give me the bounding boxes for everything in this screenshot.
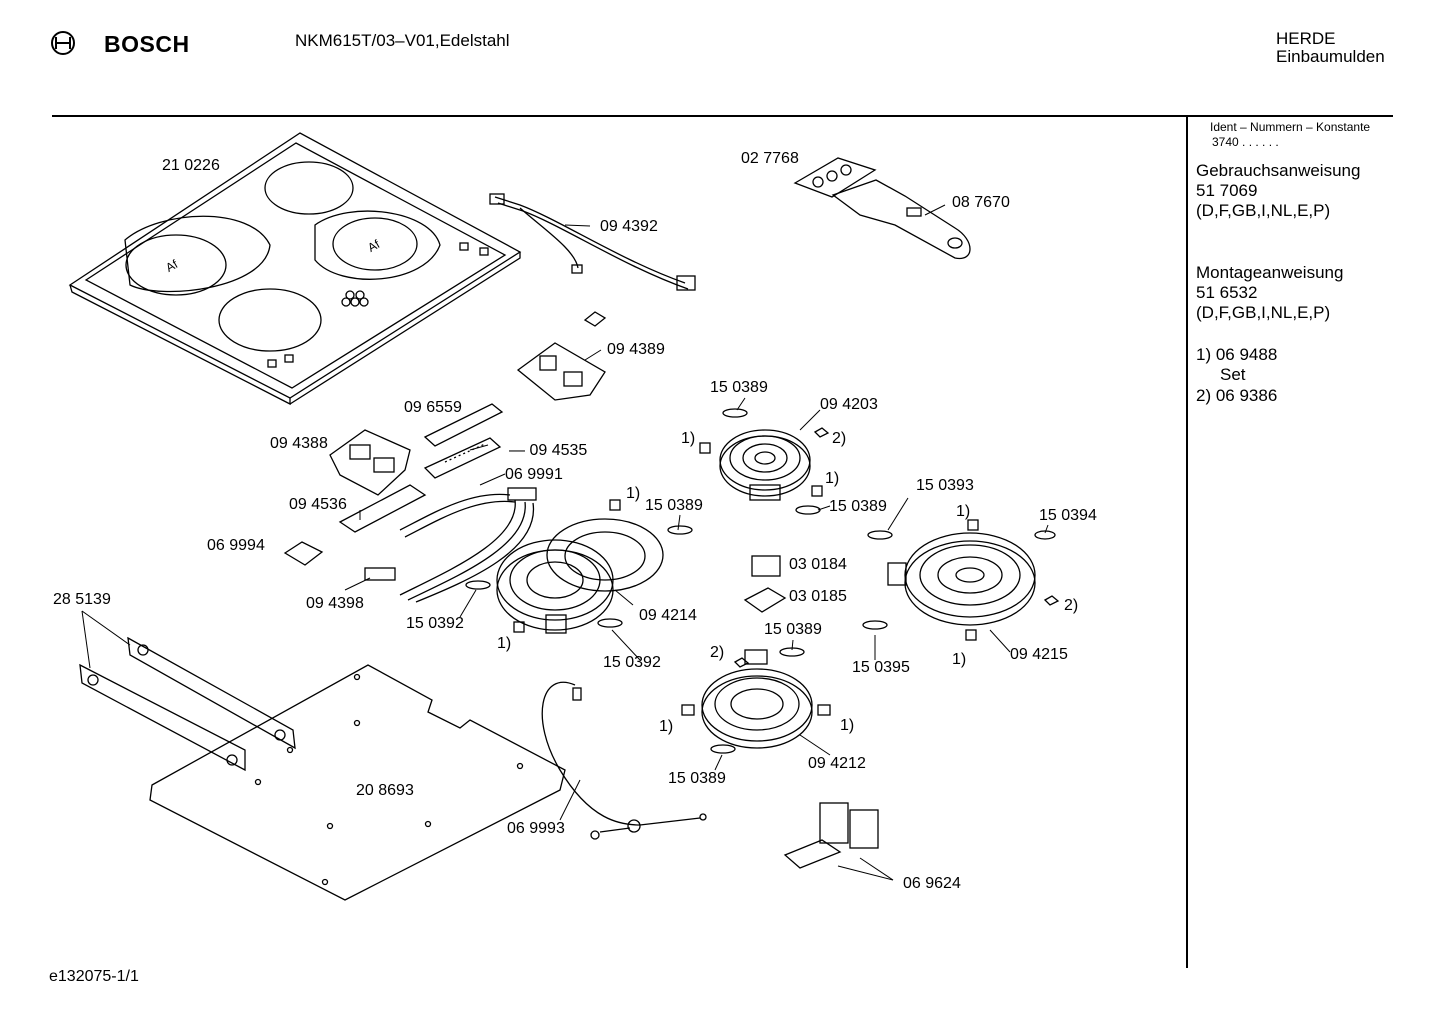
footnote-mark: 1) bbox=[840, 717, 855, 734]
note-1-sub: Set bbox=[1220, 365, 1246, 384]
category-line-2: Einbaumulden bbox=[1276, 47, 1385, 66]
heater-094212[interactable] bbox=[701, 649, 813, 749]
ident-value: 3740 . . . . . . bbox=[1212, 135, 1279, 149]
manual2-number: 51 6532 bbox=[1196, 283, 1258, 302]
heater-094203[interactable] bbox=[719, 429, 811, 501]
label-150389-c: 15 0389 bbox=[829, 498, 887, 515]
label-087670: 08 7670 bbox=[952, 194, 1010, 211]
terminal-block-069624[interactable] bbox=[783, 802, 879, 869]
manual1-title: Gebrauchsanweisung bbox=[1196, 161, 1361, 180]
plate-030185[interactable] bbox=[743, 587, 787, 613]
label-150389-b: 15 0389 bbox=[645, 497, 703, 514]
footnote-mark: 1) bbox=[681, 430, 696, 447]
heater-094214[interactable] bbox=[496, 518, 664, 634]
scraper-087670[interactable] bbox=[831, 179, 971, 260]
footnote-mark: 2) bbox=[710, 644, 725, 661]
hob-glass-top[interactable] bbox=[68, 132, 522, 406]
label-094203: 09 4203 bbox=[820, 396, 878, 413]
label-069991: 06 9991 bbox=[505, 466, 563, 483]
bracket-285139-upper[interactable] bbox=[127, 636, 296, 750]
label-094388: 09 4388 bbox=[270, 435, 328, 452]
label-027768[interactable] bbox=[793, 157, 877, 198]
sensor-wire-069993[interactable] bbox=[541, 681, 707, 840]
document-id: e132075-1/1 bbox=[49, 968, 139, 985]
label-094535: — 09 4535 bbox=[509, 442, 588, 459]
footnote-mark: 1) bbox=[626, 485, 641, 502]
category-line-1: HERDE bbox=[1276, 29, 1336, 48]
label-150393: 15 0393 bbox=[916, 477, 974, 494]
label-285139: 28 5139 bbox=[53, 591, 111, 608]
pcb-094536[interactable] bbox=[338, 484, 427, 533]
note-1: 1) 06 9488 bbox=[1196, 345, 1278, 364]
label-094398: 09 4398 bbox=[306, 595, 364, 612]
clip-069994[interactable] bbox=[283, 541, 324, 566]
label-069993: 06 9993 bbox=[507, 820, 565, 837]
label-150389-a: 15 0389 bbox=[710, 379, 768, 396]
manual1-number: 51 7069 bbox=[1196, 181, 1258, 200]
label-150392-b: 15 0392 bbox=[603, 654, 661, 671]
label-208693: 20 8693 bbox=[356, 782, 414, 799]
ident-heading: Ident – Nummern – Konstante bbox=[1210, 120, 1371, 134]
heater-094215[interactable] bbox=[887, 532, 1036, 626]
footnote-mark: 1) bbox=[659, 718, 674, 735]
label-210226: 21 0226 bbox=[162, 157, 220, 174]
label-150389-d: 15 0389 bbox=[764, 621, 822, 638]
label-030185: 03 0185 bbox=[789, 588, 847, 605]
label-094215: 09 4215 bbox=[1010, 646, 1068, 663]
label-094392: 09 4392 bbox=[600, 218, 658, 235]
label-094389: 09 4389 bbox=[607, 341, 665, 358]
label-094212: 09 4212 bbox=[808, 755, 866, 772]
display-board-094388[interactable] bbox=[329, 429, 411, 496]
leader-lines bbox=[81, 204, 1049, 881]
bracket-285139-lower[interactable] bbox=[79, 663, 246, 772]
model-title: NKM615T/03–V01,Edelstahl bbox=[295, 31, 510, 50]
footnote-mark: 1) bbox=[825, 470, 840, 487]
label-150392-a: 15 0392 bbox=[406, 615, 464, 632]
label-027768: 02 7768 bbox=[741, 150, 799, 167]
manual2-title: Montageanweisung bbox=[1196, 263, 1344, 282]
footnote-mark: 2) bbox=[832, 430, 847, 447]
label-150389-e: 15 0389 bbox=[668, 770, 726, 787]
switch-030184[interactable] bbox=[751, 555, 781, 577]
label-094214: 09 4214 bbox=[639, 607, 697, 624]
label-069624: 06 9624 bbox=[903, 875, 961, 892]
fasteners bbox=[465, 408, 1060, 754]
touch-board-094389[interactable] bbox=[516, 342, 606, 401]
clip-part[interactable] bbox=[583, 311, 607, 327]
footnote-mark: 1) bbox=[497, 635, 512, 652]
label-094536: 09 4536 bbox=[289, 496, 347, 513]
manual1-langs: (D,F,GB,I,NL,E,P) bbox=[1196, 201, 1331, 220]
label-030184: 03 0184 bbox=[789, 556, 847, 573]
label-150394: 15 0394 bbox=[1039, 507, 1097, 524]
label-150395: 15 0395 bbox=[852, 659, 910, 676]
label-069994: 06 9994 bbox=[207, 537, 265, 554]
note-2: 2) 06 9386 bbox=[1196, 386, 1278, 405]
pcb-094535[interactable] bbox=[423, 437, 502, 479]
label-096559: 09 6559 bbox=[404, 399, 462, 416]
footnote-mark: 1) bbox=[956, 503, 971, 520]
ribbon-cable-069991[interactable] bbox=[399, 487, 537, 603]
brand-name: BOSCH bbox=[104, 31, 190, 57]
connector-094398[interactable] bbox=[364, 567, 396, 581]
footnote-mark: 1) bbox=[952, 651, 967, 668]
footnote-mark: 2) bbox=[1064, 597, 1079, 614]
harness-094392[interactable] bbox=[489, 193, 696, 291]
base-plate-208693[interactable] bbox=[149, 664, 566, 901]
manual2-langs: (D,F,GB,I,NL,E,P) bbox=[1196, 303, 1331, 322]
pcb-096559[interactable] bbox=[423, 403, 504, 447]
